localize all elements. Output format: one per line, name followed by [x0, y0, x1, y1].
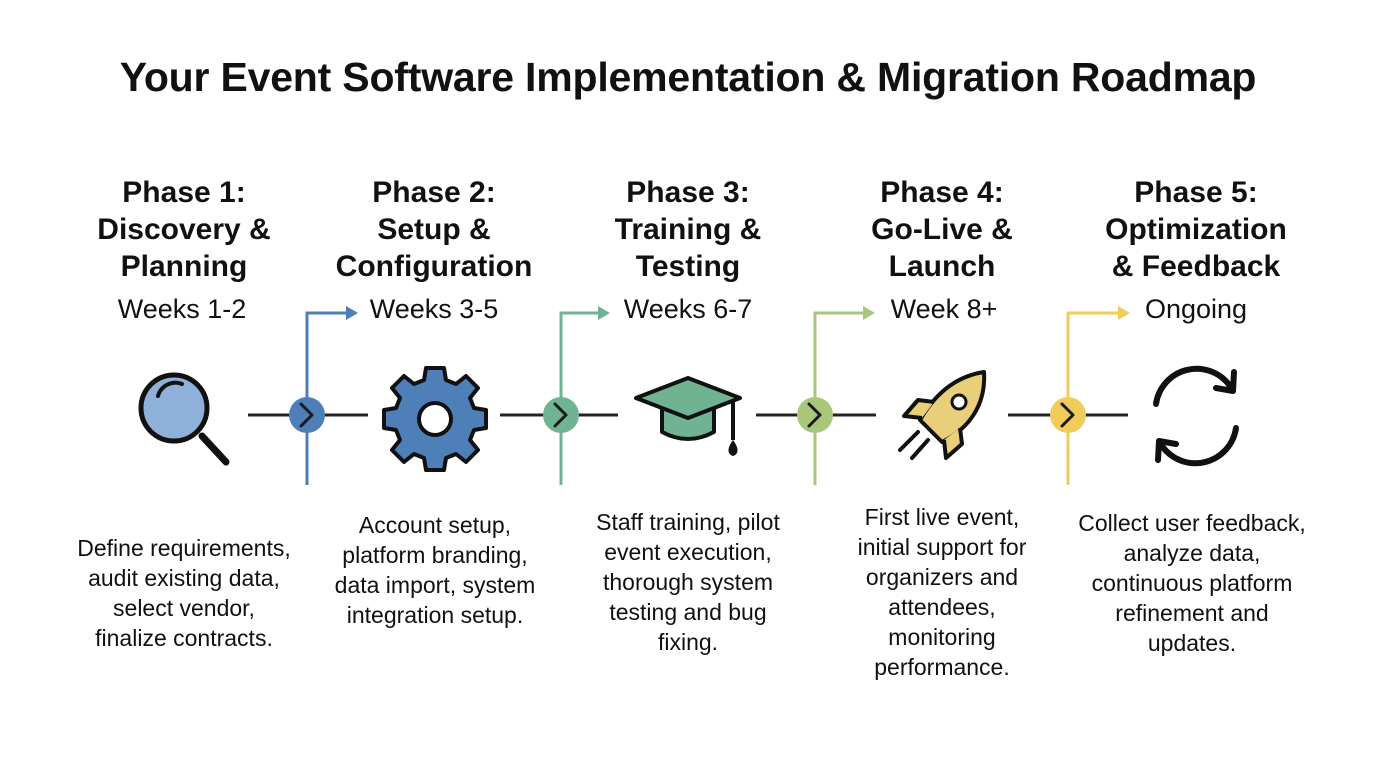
phase-5-title-line: Phase 5:: [1134, 176, 1258, 209]
connector-arrow-3: [797, 306, 875, 485]
phase-4-timeframe: Week 8+: [890, 294, 998, 324]
phase-4-description: First live event, initial support for or…: [812, 502, 1072, 682]
phase-5-title-line: Optimization: [1105, 213, 1287, 246]
graduation-cap-icon: [634, 376, 742, 456]
phase-3-title-line: Phase 3:: [626, 176, 750, 209]
phase-4-description-line: First live event,: [864, 504, 1020, 530]
connector-arrow-1: [289, 306, 358, 485]
phase-3-title-line: Testing: [635, 250, 741, 283]
roadmap-title: Your Event Software Implementation & Mig…: [119, 54, 1257, 100]
phase-1-description-line: select vendor,: [113, 595, 255, 621]
phase-1-title-line: Discovery &: [97, 213, 271, 246]
magnifying-glass-icon: [138, 372, 230, 466]
phase-4-description-line: organizers and: [865, 564, 1019, 590]
phase-4-title-line: Launch: [888, 250, 996, 283]
phase-4-title-line: Phase 4:: [880, 176, 1004, 209]
phase-1-title-line: Planning: [120, 250, 248, 283]
phase-4-description-line: attendees,: [888, 594, 996, 620]
phase-2-description-line: data import, system: [334, 572, 536, 598]
phase-4-description-line: performance.: [874, 654, 1010, 680]
chevron-right-icon: [299, 402, 314, 428]
connector-arrow-2: [543, 306, 610, 485]
phase-5-description-line: continuous platform: [1091, 570, 1293, 596]
phase-5-description-line: updates.: [1147, 630, 1237, 656]
phase-3-description: Staff training, pilot event execution, t…: [558, 507, 818, 657]
phase-3-description-line: Staff training, pilot: [596, 509, 780, 535]
phase-1-timeframe: Weeks 1-2: [117, 294, 247, 324]
phase-1-title-line: Phase 1:: [122, 176, 246, 209]
phase-5-description: Collect user feedback, analyze data, con…: [1062, 508, 1322, 658]
phase-2-title-line: Phase 2:: [372, 176, 496, 209]
phase-4-title: Phase 4: Go-Live & Launch: [822, 174, 1062, 285]
phase-3-description-line: testing and bug: [609, 599, 767, 625]
phase-4-description-line: initial support for: [857, 534, 1027, 560]
chevron-right-icon: [807, 402, 822, 428]
phase-4-description-line: monitoring: [888, 624, 996, 650]
phase-3-description-line: event execution,: [604, 539, 772, 565]
phase-2-title-line: Setup &: [377, 213, 491, 246]
phase-2-description-line: integration setup.: [346, 602, 524, 628]
phase-1-title: Phase 1: Discovery & Planning: [64, 174, 304, 285]
phase-5-title-line: & Feedback: [1111, 250, 1281, 283]
phase-1-description-line: finalize contracts.: [95, 625, 273, 651]
phase-2-timeframe: Weeks 3-5: [369, 294, 499, 324]
chevron-right-icon: [553, 402, 568, 428]
gear-icon: [382, 366, 488, 472]
phase-5-description-line: analyze data,: [1123, 540, 1261, 566]
phase-3-timeframe: Weeks 6-7: [623, 294, 753, 324]
refresh-cycle-icon: [1153, 365, 1239, 467]
phase-5-title: Phase 5: Optimization & Feedback: [1076, 174, 1316, 285]
phase-3-description-line: fixing.: [657, 629, 719, 655]
phase-3-description-line: thorough system: [602, 569, 774, 595]
connector-arrow-4: [1050, 306, 1130, 485]
phase-3-title: Phase 3: Training & Testing: [568, 174, 808, 285]
phase-5-description-line: refinement and: [1115, 600, 1269, 626]
phase-3-title-line: Training &: [614, 213, 762, 246]
phase-2-description-line: platform branding,: [342, 542, 528, 568]
phase-5-timeframe: Ongoing: [1144, 294, 1248, 324]
phase-1-description-line: audit existing data,: [88, 565, 280, 591]
phase-2-description-line: Account setup,: [358, 512, 512, 538]
phase-1-description: Define requirements, audit existing data…: [54, 533, 314, 653]
chevron-right-icon: [1060, 402, 1075, 428]
phase-5-description-line: Collect user feedback,: [1078, 510, 1306, 536]
phase-2-title: Phase 2: Setup & Configuration: [314, 174, 554, 285]
rocket-icon: [898, 370, 987, 460]
phase-4-title-line: Go-Live &: [871, 213, 1013, 246]
phase-2-description: Account setup, platform branding, data i…: [305, 510, 565, 630]
phase-1-description-line: Define requirements,: [77, 535, 291, 561]
phase-2-title-line: Configuration: [335, 250, 533, 283]
